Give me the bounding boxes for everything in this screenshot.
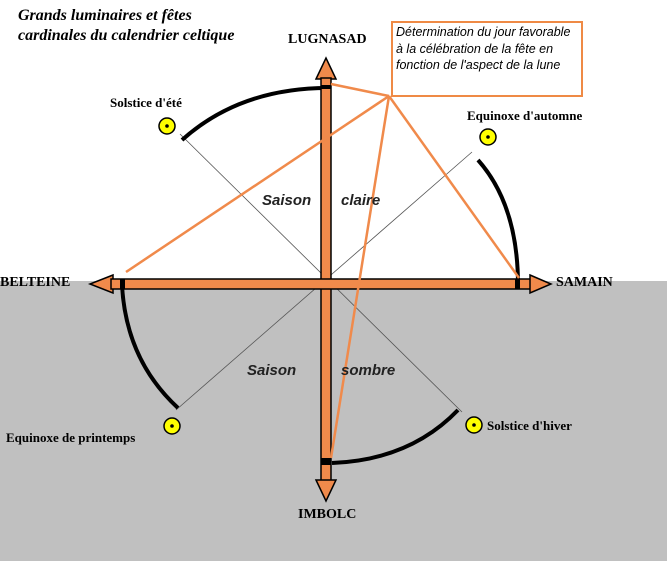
label-summer-solstice: Solstice d'été [110,95,182,110]
tick-east [515,279,520,289]
sun-icon [465,416,483,434]
callout-box: Détermination du jour favorable à la cél… [391,21,583,97]
pointer-to-east [387,95,521,279]
arrow-east-head [529,273,553,295]
arc-summer-north [180,86,329,142]
tick-north [321,85,331,89]
label-samain: SAMAIN [556,275,613,290]
label-spring-equinox: Equinoxe de printemps [6,430,136,445]
label-belteine: BELTEINE [0,275,71,290]
page-title: Grands luminaires et fêtes cardinales du… [18,7,235,44]
pointer-to-west [125,94,390,274]
pointer-to-north [330,82,390,98]
arrow-north-head [314,56,338,80]
label-winter-solstice: Solstice d'hiver [487,418,572,433]
sun-icon [158,117,176,135]
label-lugnasad: LUGNASAD [288,32,367,47]
season-dark-word1: Saison [247,362,297,379]
season-light-word1: Saison [262,192,312,209]
season-dark-word2: sombre [341,362,396,379]
sun-icon [479,128,497,146]
tick-west [120,279,125,289]
label-autumn-equinox: Equinoxe d'automne [467,108,583,123]
pointer-to-south [329,95,391,459]
arc-west-spring [120,284,180,410]
arc-autumn-east [476,158,520,286]
label-imbolc: IMBOLC [298,507,357,522]
arrow-horizontal-shaft [110,278,533,290]
tick-south [321,458,331,465]
arrow-south-head [314,479,338,503]
dark-half-background [0,281,667,561]
sun-icon [163,417,181,435]
season-light-word2: claire [341,192,381,209]
arc-winter-south [331,408,460,465]
